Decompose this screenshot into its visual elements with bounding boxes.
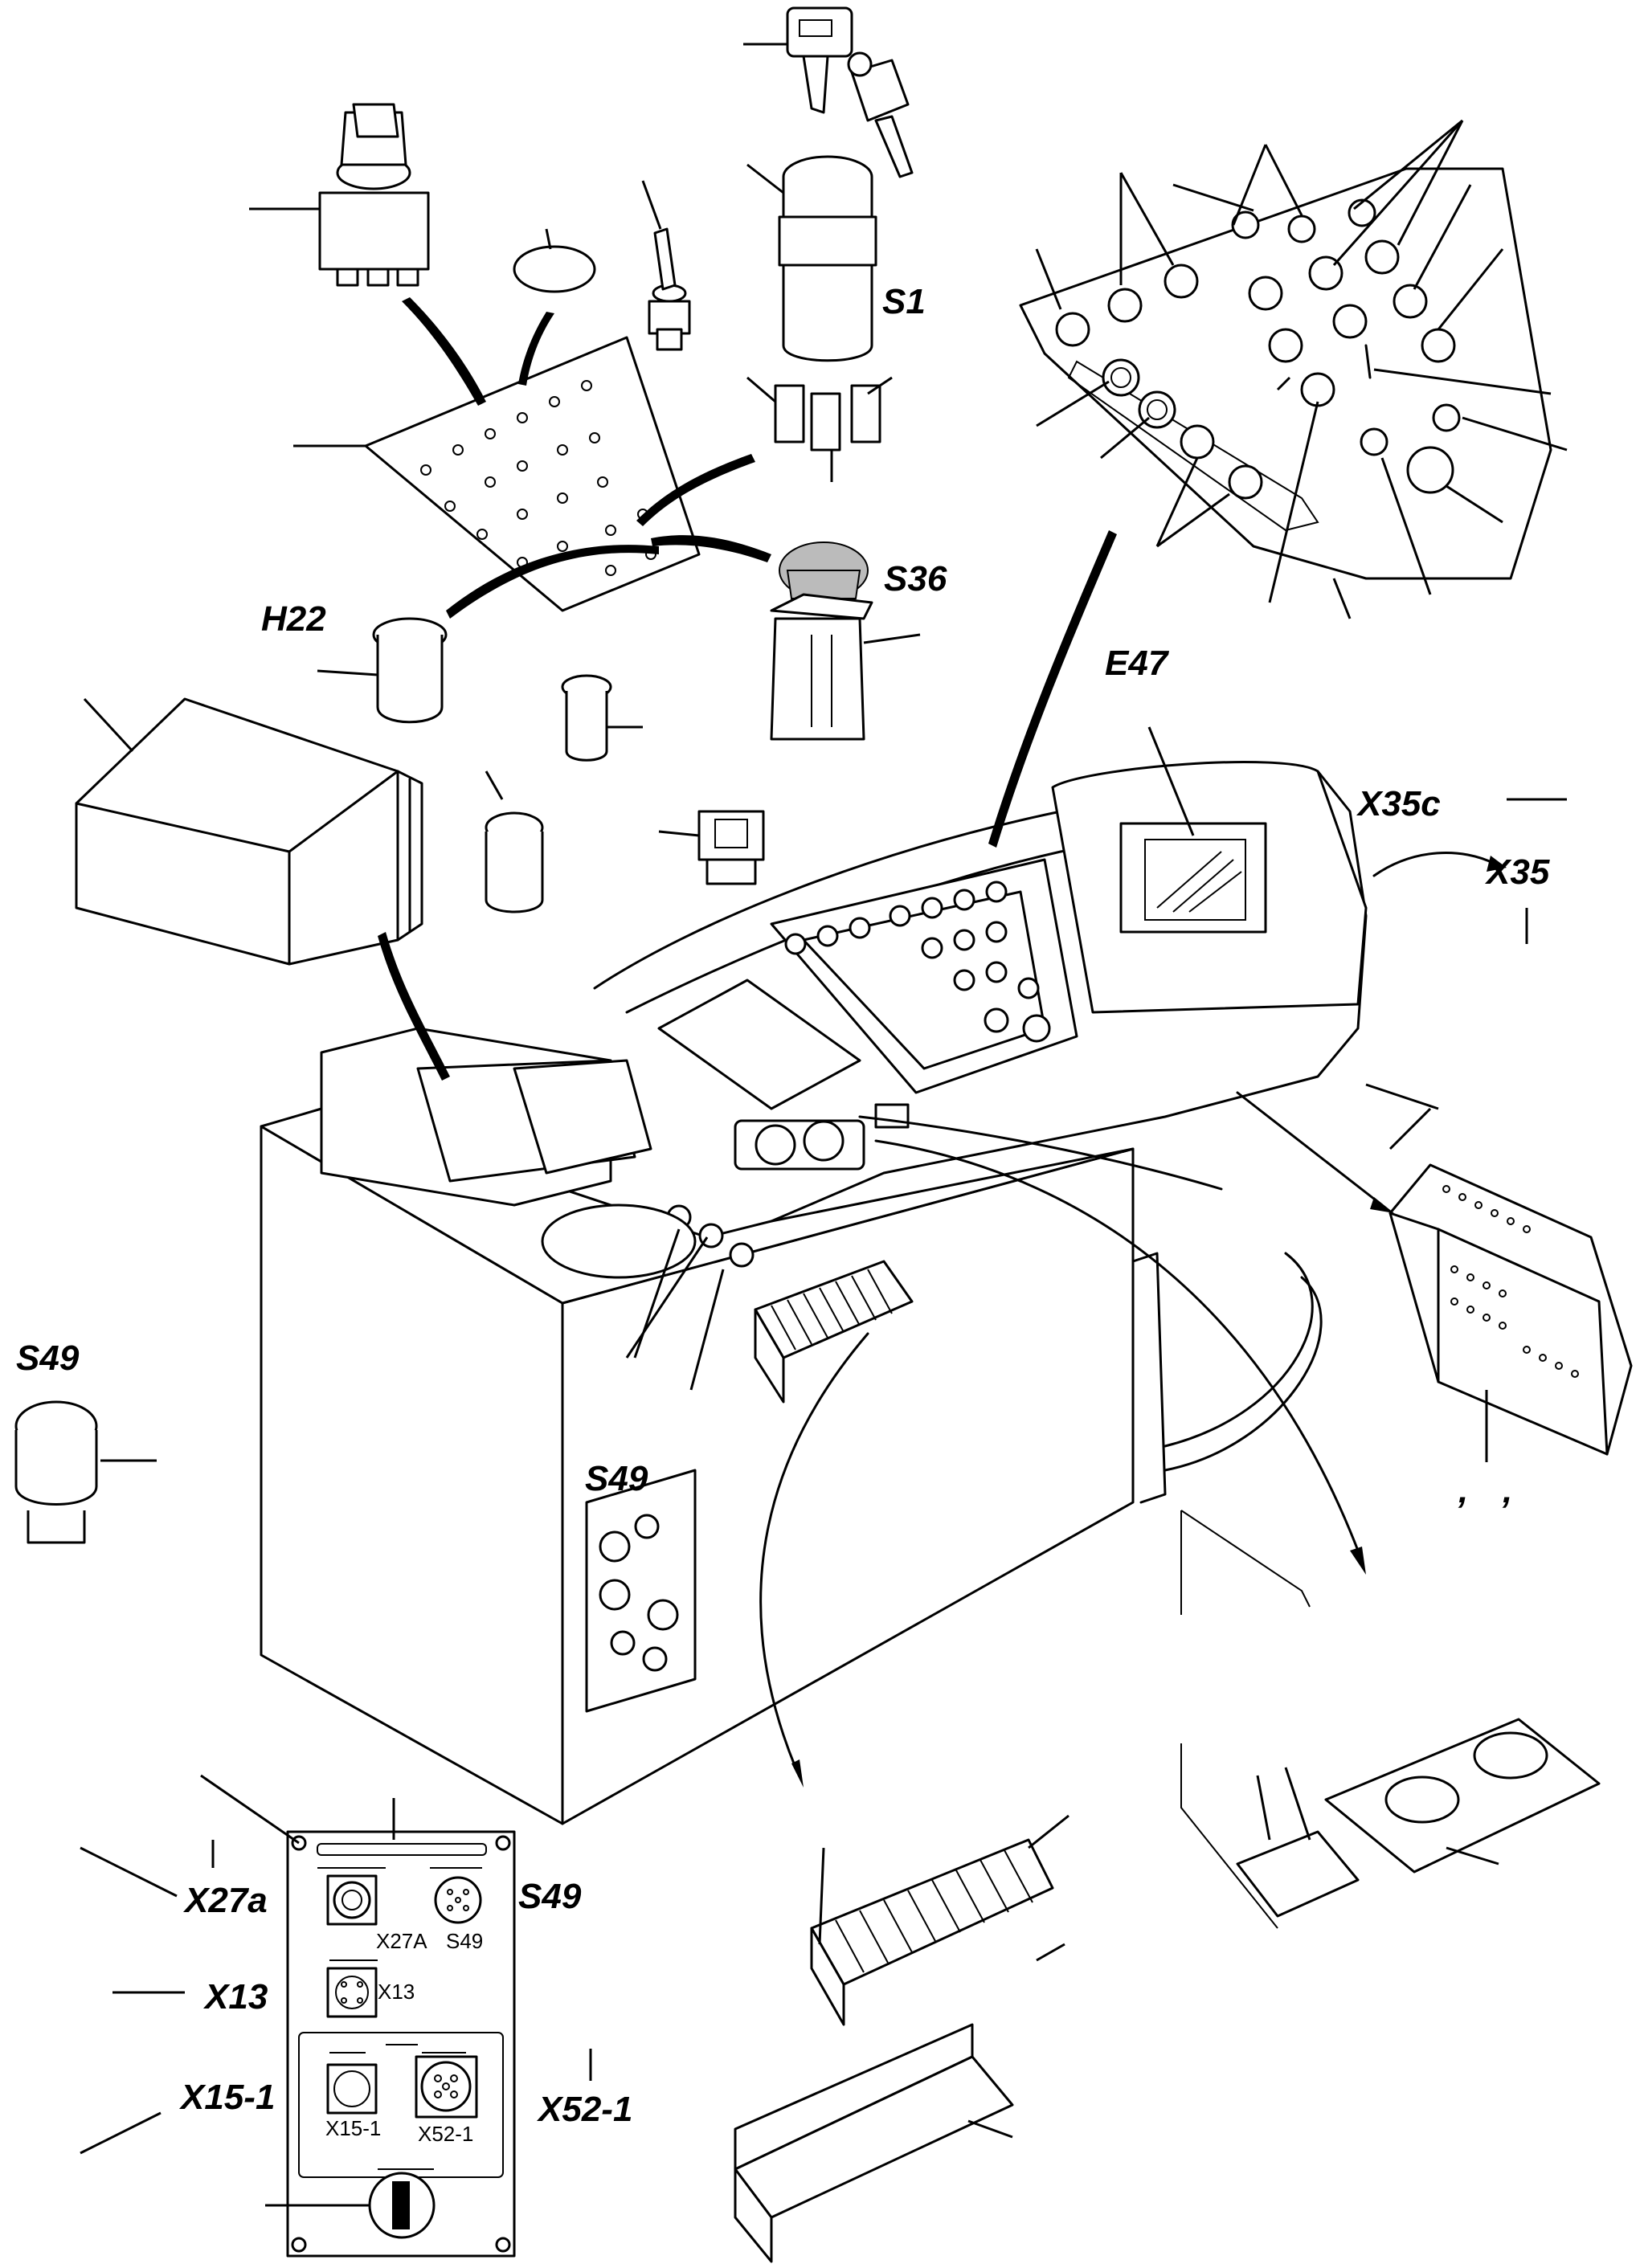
- label-x35: X35: [1484, 852, 1550, 892]
- plate-label-x15-1: X15-1: [325, 2116, 381, 2140]
- terminal-comma-1: ,: [1458, 1471, 1468, 1510]
- label-e47: E47: [1105, 644, 1170, 683]
- rotary-selector-icon: [249, 103, 430, 287]
- label-x52-1: X52-1: [536, 2090, 632, 2129]
- round-button-icon: [513, 228, 596, 293]
- plate-hole-grid: [420, 380, 656, 576]
- label-s49-plate: S49: [518, 1877, 582, 1916]
- rail-ribs: [835, 1849, 1033, 1973]
- connector-pins: [1442, 1185, 1579, 1378]
- label-x27a: X27a: [182, 1881, 268, 1920]
- toggle-switch-icon: [641, 180, 691, 351]
- label-s36: S36: [884, 559, 947, 599]
- label-s49-left: S49: [16, 1338, 80, 1378]
- plate-label-s49: S49: [446, 1929, 483, 1953]
- console-knob-row: [784, 881, 1051, 1043]
- s49-connector: S49: [14, 1338, 157, 1544]
- emergency-stop-icon: S36: [770, 541, 947, 741]
- ecm-box: [75, 697, 450, 1081]
- label-h22: H22: [261, 599, 326, 639]
- label-s49-panel: S49: [585, 1459, 648, 1498]
- terminal-block-icon: [625, 1228, 914, 1788]
- label-x15-1: X15-1: [178, 2078, 275, 2117]
- warning-lamp-icon: H22: [261, 599, 448, 724]
- label-x35c: X35c: [1356, 784, 1441, 823]
- control-panel-exploded: E47: [988, 119, 1568, 848]
- plate-callouts: X27a S49 X13 X15-1 X52-1: [80, 1840, 632, 2155]
- label-x13: X13: [202, 1977, 268, 2017]
- rotary-switch-plate: [1180, 1510, 1601, 1929]
- terminal-comma-2: ,: [1502, 1471, 1512, 1510]
- plate-label-x13: X13: [378, 1980, 415, 2004]
- terminal-rail: [734, 1814, 1069, 2263]
- panel-knobs: [1055, 198, 1461, 500]
- label-s1: S1: [882, 282, 926, 321]
- connector-plate: X27A S49 X13 X15-1 X52-1: [200, 1774, 516, 2258]
- control-cabinet: [260, 761, 1368, 1825]
- key-icon: [743, 6, 914, 178]
- exploded-switch-plate: [293, 297, 771, 619]
- plate-label-x27a: X27A: [376, 1929, 427, 1953]
- connector-icon: , ,: [1236, 1083, 1633, 1510]
- socket-icon: [485, 674, 765, 913]
- terminal-block-ribs: [771, 1269, 893, 1351]
- key-switch-icon: S1: [746, 155, 926, 482]
- plate-label-x52-1: X52-1: [418, 2122, 473, 2146]
